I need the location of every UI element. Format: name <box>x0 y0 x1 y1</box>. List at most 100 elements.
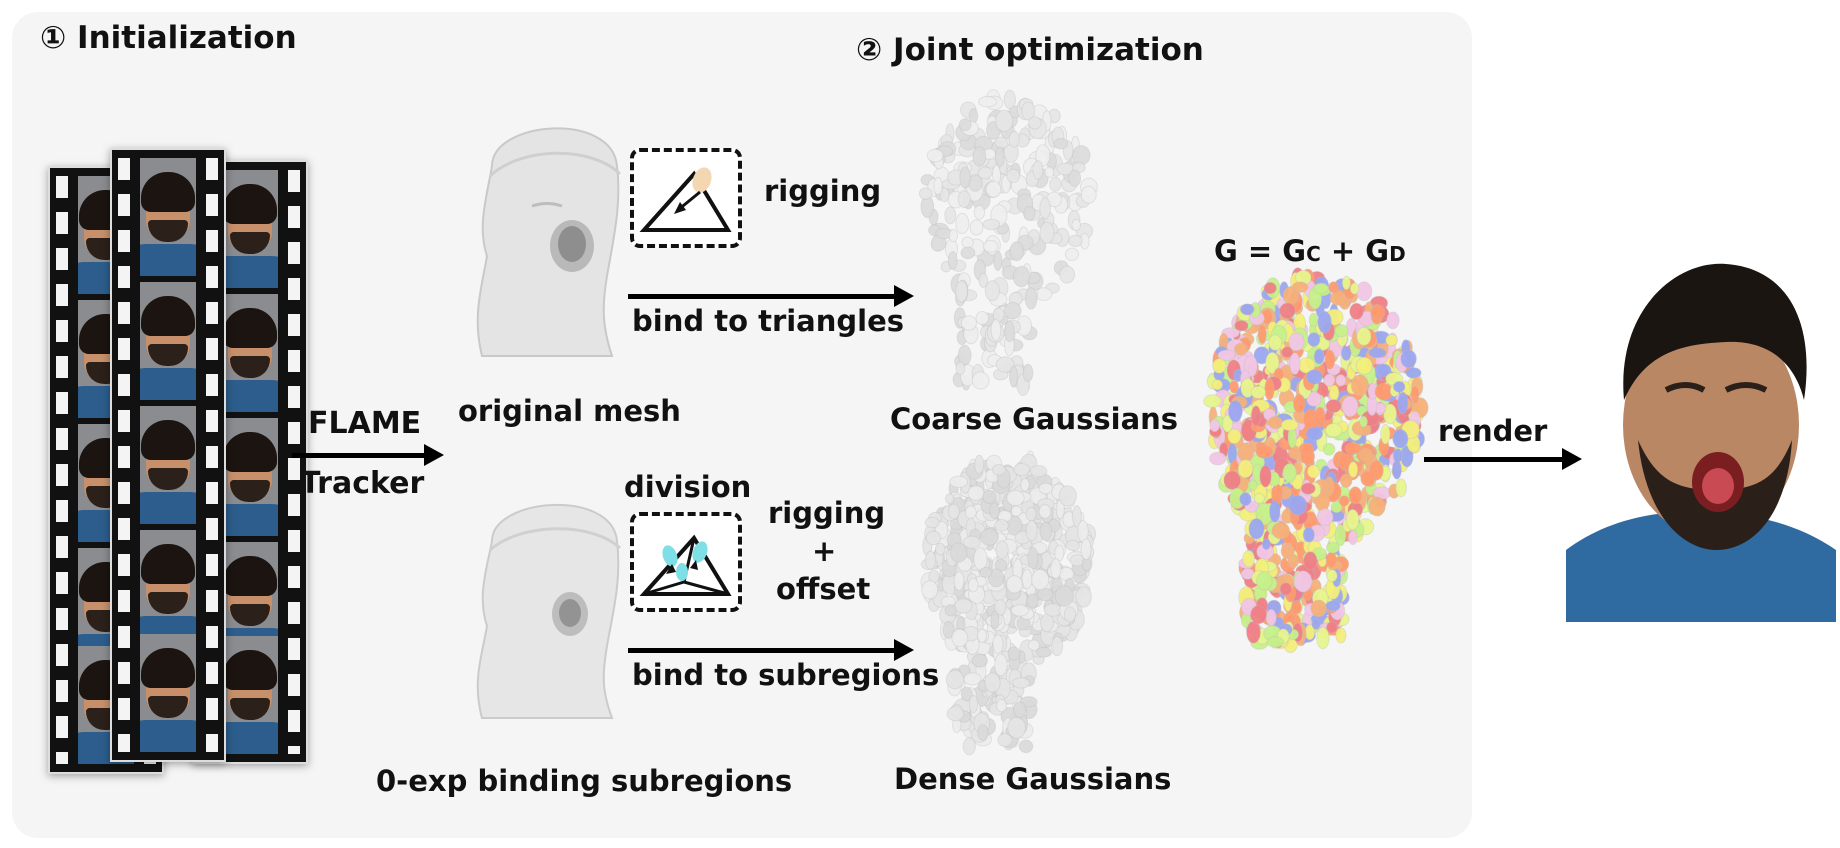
gaussian-ellipse <box>1007 646 1021 661</box>
gaussian-ellipse <box>962 737 976 756</box>
gaussian-ellipse <box>978 96 998 108</box>
gaussian-ellipse <box>1368 496 1386 517</box>
rigging-label-lower: rigging <box>768 496 886 530</box>
gaussian-ellipse <box>947 503 960 520</box>
gaussian-ellipse <box>1300 482 1316 495</box>
gaussian-ellipse <box>994 599 1007 616</box>
gaussian-ellipse <box>1029 465 1048 478</box>
gaussian-ellipse <box>1347 461 1359 479</box>
gaussian-ellipse <box>1348 486 1363 505</box>
gaussian-ellipse <box>994 519 1009 532</box>
equation-subscript-c: C <box>1306 242 1321 266</box>
gaussian-ellipse <box>1291 599 1303 615</box>
gaussian-ellipse <box>1325 423 1343 438</box>
gaussian-ellipse <box>1313 282 1329 295</box>
gaussian-ellipse <box>1265 608 1277 627</box>
gaussian-ellipse <box>948 228 959 243</box>
gaussian-ellipse <box>1237 442 1254 463</box>
gaussian-ellipse <box>924 550 937 570</box>
gaussian-ellipse <box>1338 495 1350 507</box>
gaussian-ellipse <box>955 361 966 376</box>
gaussian-ellipse <box>1072 145 1091 166</box>
gaussian-ellipse <box>958 118 972 132</box>
gaussian-ellipse <box>1341 395 1359 418</box>
rigging-plus-label: + <box>812 534 837 568</box>
tracker-arrow <box>292 444 444 466</box>
gaussian-ellipse <box>1065 539 1080 552</box>
gaussian-ellipse <box>967 485 985 501</box>
gaussian-ellipse <box>1288 332 1305 352</box>
gaussian-ellipse <box>1356 281 1373 302</box>
gaussian-ellipse <box>1349 282 1360 295</box>
gaussian-ellipse <box>960 246 976 260</box>
gaussian-ellipse <box>1211 379 1224 391</box>
gaussian-ellipse <box>983 240 999 253</box>
gaussian-ellipse <box>994 653 1008 677</box>
gaussian-ellipse <box>1059 265 1076 284</box>
gaussian-ellipse <box>991 464 1006 476</box>
gaussian-ellipse <box>1203 394 1222 408</box>
gaussian-ellipse <box>1007 716 1026 739</box>
gaussian-ellipse <box>1306 464 1320 479</box>
gaussian-ellipse <box>1064 247 1080 262</box>
gaussian-ellipse <box>1265 351 1280 375</box>
gaussian-ellipse <box>1068 234 1083 247</box>
gaussian-ellipse <box>1246 620 1261 644</box>
gaussian-ellipse <box>1269 500 1281 523</box>
gaussian-ellipse <box>918 187 933 200</box>
gaussian-ellipse <box>924 516 940 529</box>
gaussian-ellipse <box>1346 508 1360 531</box>
gaussian-ellipse <box>1266 636 1285 648</box>
gaussian-ellipse <box>1259 465 1272 488</box>
gaussian-ellipse <box>990 610 1000 630</box>
gaussian-ellipse <box>1003 89 1017 110</box>
gaussian-ellipse <box>1234 342 1248 356</box>
render-label: render <box>1438 414 1548 448</box>
gaussian-ellipse <box>1291 281 1309 293</box>
gaussian-ellipse <box>1025 519 1038 542</box>
gaussian-ellipse <box>992 634 1004 654</box>
gaussian-ellipse <box>1292 393 1306 414</box>
gaussian-ellipse <box>959 166 971 189</box>
gaussian-ellipse <box>1380 423 1391 445</box>
gaussian-ellipse <box>1222 414 1234 433</box>
gaussian-ellipse <box>1279 582 1293 596</box>
gaussian-ellipse <box>982 218 1001 231</box>
gaussian-ellipse <box>989 502 1000 520</box>
gaussian-ellipse <box>1009 241 1025 262</box>
combined-gaussians-equation: G = GC + GD <box>1214 234 1406 268</box>
gaussian-ellipse <box>1255 444 1273 459</box>
gaussian-ellipse <box>1313 348 1325 365</box>
gaussian-ellipse <box>1250 385 1266 400</box>
gaussian-ellipse <box>984 672 1001 693</box>
gaussian-ellipse <box>1335 627 1347 644</box>
gaussian-ellipse <box>1288 494 1308 516</box>
gaussian-ellipse <box>1242 550 1255 568</box>
gaussian-ellipse <box>1053 138 1069 150</box>
gaussian-ellipse <box>1279 302 1296 320</box>
gaussian-ellipse <box>1317 310 1332 334</box>
gaussian-ellipse <box>945 493 955 505</box>
gaussian-ellipse <box>1223 470 1242 490</box>
gaussian-ellipse <box>1328 384 1340 402</box>
gaussian-ellipse <box>1395 478 1407 498</box>
gaussian-ellipse <box>1307 332 1321 348</box>
gaussian-ellipse <box>976 628 988 643</box>
film-strip-front <box>110 148 226 762</box>
coarse-gaussians-label: Coarse Gaussians <box>890 402 1179 436</box>
gaussian-ellipse <box>995 540 1009 560</box>
gaussian-ellipse <box>1282 463 1297 483</box>
gaussian-ellipse <box>984 280 1001 302</box>
gaussian-ellipse <box>1027 546 1039 570</box>
gaussian-ellipse <box>1237 459 1254 479</box>
gaussian-ellipse <box>971 653 988 668</box>
gaussian-ellipse <box>1003 301 1022 320</box>
gaussian-ellipse <box>1051 636 1064 657</box>
gaussian-ellipse <box>1021 568 1033 590</box>
gaussian-ellipse <box>1018 739 1034 754</box>
gaussian-ellipse <box>1054 585 1074 607</box>
gaussian-ellipse <box>1006 575 1023 594</box>
gaussian-ellipse <box>1248 518 1265 540</box>
gaussian-ellipse <box>1305 369 1323 385</box>
gaussian-ellipse <box>1244 355 1258 378</box>
